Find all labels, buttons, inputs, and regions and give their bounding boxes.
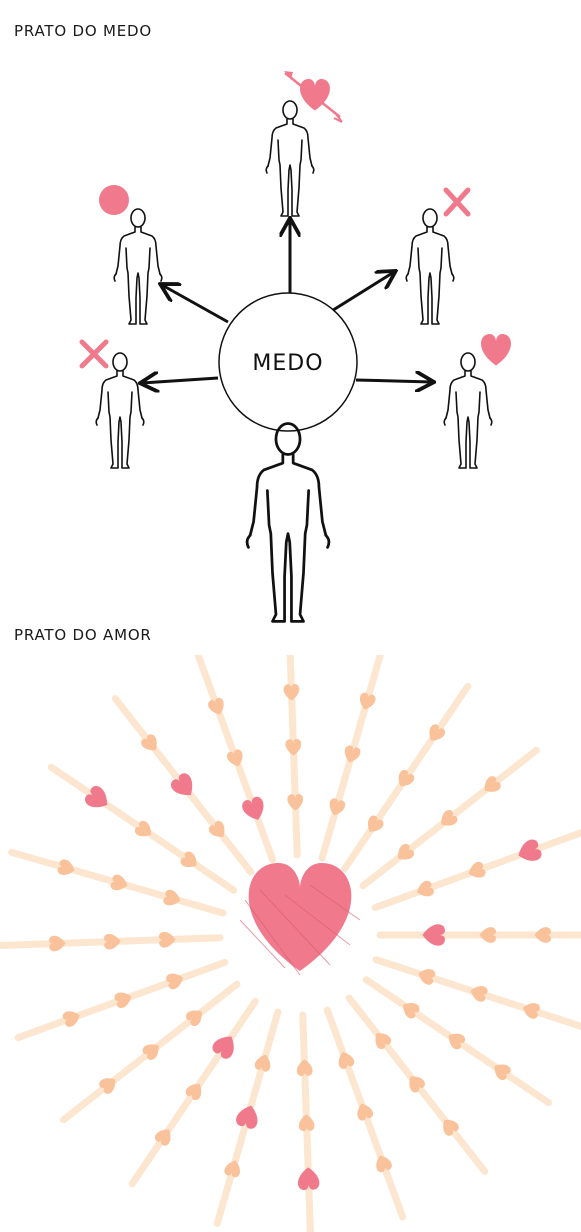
arrow-upper-left xyxy=(162,285,228,322)
person-top xyxy=(266,101,314,216)
person-upper-right xyxy=(406,209,454,324)
cross-icon-left xyxy=(82,342,106,366)
love-diagram xyxy=(0,655,581,1232)
person-upper-left xyxy=(114,209,162,324)
love-section-title: PRATO DO AMOR xyxy=(14,626,152,644)
heart-icon-right xyxy=(481,334,511,366)
fear-center-label: MEDO xyxy=(252,351,323,376)
person-center xyxy=(247,424,329,622)
arrow-upper-right xyxy=(330,272,394,312)
person-left xyxy=(96,353,144,468)
person-right xyxy=(444,353,492,468)
fear-diagram: MEDO xyxy=(0,40,581,640)
fear-section-title: PRATO DO MEDO xyxy=(14,22,152,40)
arrow-left xyxy=(142,378,218,383)
cross-icon-upper-right xyxy=(446,190,468,214)
arrow-right xyxy=(356,380,432,382)
circle-icon xyxy=(99,185,129,215)
heart-with-arrow-icon xyxy=(284,71,342,122)
center-heart-icon xyxy=(240,863,360,975)
